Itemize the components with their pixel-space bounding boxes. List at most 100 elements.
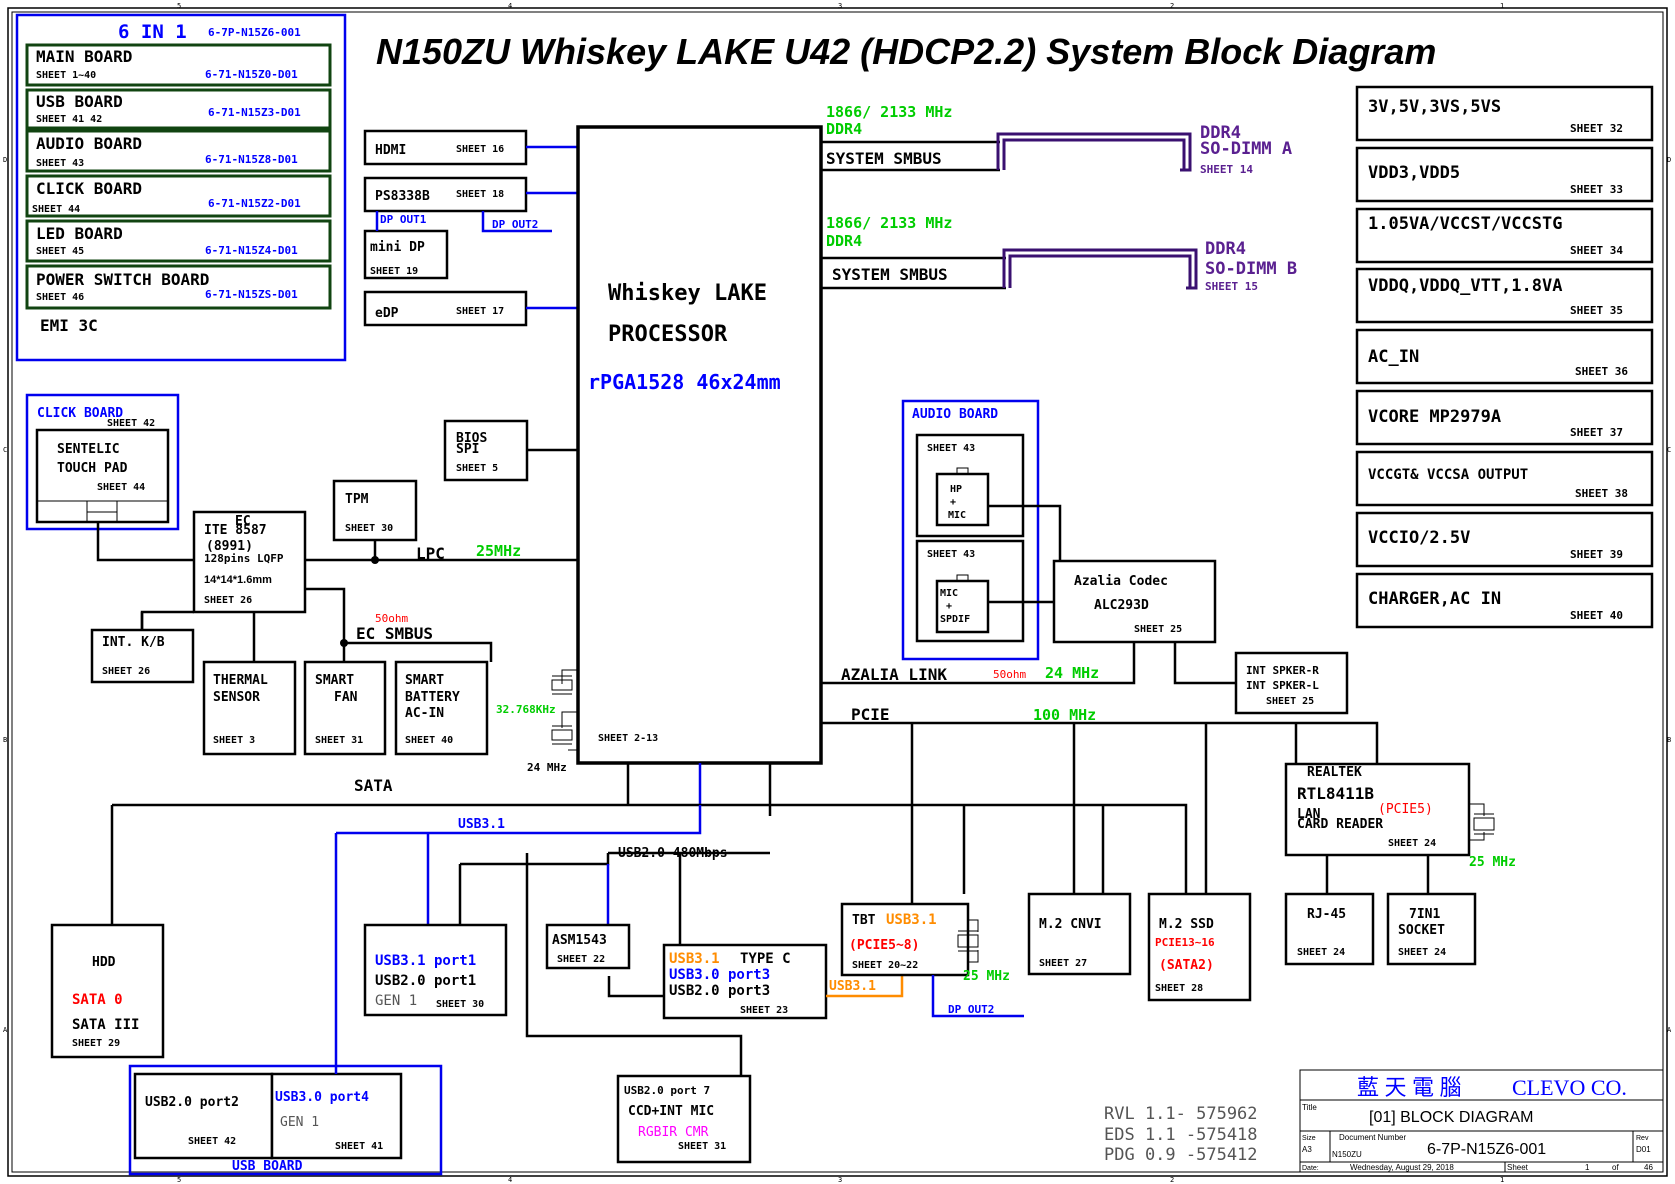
cnvi-box [1027, 892, 1132, 976]
ccd-l3: RGBIR CMR [638, 1125, 709, 1140]
date-label: Date: [1302, 1165, 1319, 1172]
realtek-pcie: (PCIE5) [1378, 802, 1433, 817]
power-sheet: SHEET 36 [1575, 365, 1628, 378]
power-sheet: SHEET 34 [1570, 244, 1623, 257]
ssd-box [1147, 892, 1252, 1002]
speaker-l: INT SPKER-L [1246, 679, 1319, 692]
mic-l1: MIC [940, 588, 958, 599]
usb-port1-box [363, 923, 508, 1017]
thermal-l1: THERMAL [213, 673, 268, 688]
processor-name: Whiskey LAKE [608, 281, 767, 306]
power-sheet: SHEET 38 [1575, 487, 1628, 500]
board-name: AUDIO BOARD [36, 134, 142, 153]
board-name: CLICK BOARD [36, 179, 142, 198]
click-board: CLICK BOARD SHEET 42 SENTELIC TOUCH PAD … [25, 393, 194, 562]
rtc-freq: 32.768KHz [496, 703, 556, 716]
ec-sheet: SHEET 26 [204, 595, 252, 606]
frame-row-right: D [1667, 156, 1671, 164]
typec-box [662, 943, 828, 1020]
frame-col-top: 3 [838, 2, 842, 10]
ssd-sata: (SATA2) [1159, 958, 1214, 973]
board-name: LED BOARD [36, 224, 123, 243]
battery-l1: SMART [405, 673, 444, 688]
board-sheet: SHEET 41 42 [36, 114, 102, 125]
typec-usb31: USB3.1 [669, 951, 720, 967]
drawing-frame: 5 4 3 2 1 5 4 3 2 1 D C B A D C B A [3, 2, 1672, 1184]
mini-dp-name: mini DP [370, 240, 425, 255]
mic-sheet: SHEET 43 [927, 549, 975, 560]
power-sheet: SHEET 35 [1570, 304, 1623, 317]
power-name: 1.05VA/VCCST/VCCSTG [1368, 214, 1562, 234]
frame-col-bottom: 4 [508, 1176, 512, 1184]
frame-row-right: B [1667, 736, 1671, 744]
speaker-r: INT SPKER-R [1246, 664, 1319, 677]
mini-dp-sheet: SHEET 19 [370, 266, 418, 277]
usb-port1-l3: GEN 1 [375, 993, 417, 1009]
typec-type: TYPE C [740, 951, 791, 967]
fan-sheet: SHEET 31 [315, 735, 363, 746]
dp-out1-label: DP OUT1 [380, 213, 427, 226]
frame-col-bottom: 5 [177, 1176, 181, 1184]
mini-dp-box [363, 229, 449, 280]
six-in-one-heading: 6 IN 1 [118, 21, 187, 43]
ec-variant: (8991) [206, 539, 253, 554]
power-sheet: SHEET 32 [1570, 122, 1623, 135]
ccd-sheet: SHEET 31 [678, 1141, 726, 1152]
docnum-value: 6-7P-N15Z6-001 [1427, 1141, 1546, 1158]
typec-usb20: USB2.0 port3 [669, 983, 770, 999]
power-name: VCCIO/2.5V [1368, 528, 1470, 548]
mem-b-bus: SYSTEM SMBUS [832, 265, 948, 284]
usb-port4-sheet: SHEET 41 [335, 1141, 383, 1152]
ccd-l2: CCD+INT MIC [628, 1104, 714, 1119]
typec-usb30: USB3.0 port3 [669, 967, 770, 983]
hdmi-sheet: SHEET 16 [456, 144, 504, 155]
usb-board-label: USB BOARD [232, 1159, 303, 1174]
six-in-one-panel: 6 IN 1 6-7P-N15Z6-001 MAIN BOARD SHEET 1… [15, 13, 347, 362]
of-value: 46 [1644, 1163, 1653, 1172]
size-value: A3 [1302, 1145, 1312, 1154]
frame-row-left: B [3, 736, 7, 744]
click-board-sheet: SHEET 42 [107, 418, 155, 429]
tbt-sheet: SHEET 20~22 [852, 960, 918, 971]
bios-sheet: SHEET 5 [456, 463, 498, 474]
hdd-box [50, 923, 165, 1059]
frame-col-bottom: 1 [1500, 1176, 1504, 1184]
board-name: POWER SWITCH BOARD [36, 270, 209, 289]
frame-row-left: C [3, 446, 7, 454]
board-name: MAIN BOARD [36, 47, 132, 66]
battery-l3: AC-IN [405, 706, 444, 721]
of-label: of [1612, 1163, 1619, 1172]
typec-sheet: SHEET 23 [740, 1005, 788, 1016]
azalia-label: AZALIA LINK [841, 665, 947, 684]
usb-port4-name: USB3.0 port4 [275, 1090, 369, 1105]
tbt-name: TBT [852, 913, 876, 928]
board-part: 6-71-N15Z4-D01 [205, 244, 298, 257]
battery-box [394, 660, 489, 756]
ssd-sheet: SHEET 28 [1155, 983, 1203, 994]
power-name: VCCGT& VCCSA OUTPUT [1368, 467, 1528, 483]
pcie-label: PCIE [851, 705, 890, 724]
diagram-title: N150ZU Whiskey LAKE U42 (HDCP2.2) System… [376, 31, 1436, 72]
ec-box [192, 510, 307, 614]
memory-section: 1866/ 2133 MHz DDR4 SYSTEM SMBUS DDR4 SO… [821, 103, 1297, 293]
dp-out2-label: DP OUT2 [492, 218, 538, 231]
mem-b-freq: 1866/ 2133 MHz [826, 214, 952, 232]
rj45-sheet: SHEET 24 [1297, 947, 1345, 958]
board-sheet: SHEET 44 [32, 204, 80, 215]
fan-l2: FAN [334, 690, 358, 705]
title-block: 藍 天 電 腦 CLEVO CO. Title [01] BLOCK DIAGR… [1299, 1069, 1664, 1173]
video-section: HDMI SHEET 16 PS8338B SHEET 18 mini DP S… [363, 129, 578, 327]
lpc-freq: 25MHz [476, 542, 521, 560]
mem-a-sheet: SHEET 14 [1200, 163, 1253, 176]
mem-b-slot: SO-DIMM B [1205, 259, 1297, 279]
edp-box [363, 290, 528, 327]
frame-col-top: 1 [1500, 2, 1504, 10]
processor-sheet: SHEET 2-13 [598, 733, 658, 744]
ccd-box [616, 1074, 752, 1164]
realtek-chip: RTL8411B [1297, 784, 1374, 803]
socket-l1: 7IN1 [1409, 907, 1440, 922]
company-name: CLEVO CO. [1512, 1075, 1627, 1100]
mem-b-type: DDR4 [826, 232, 862, 250]
usb-port4-gen: GEN 1 [280, 1115, 319, 1130]
click-board-label: CLICK BOARD [37, 406, 123, 421]
